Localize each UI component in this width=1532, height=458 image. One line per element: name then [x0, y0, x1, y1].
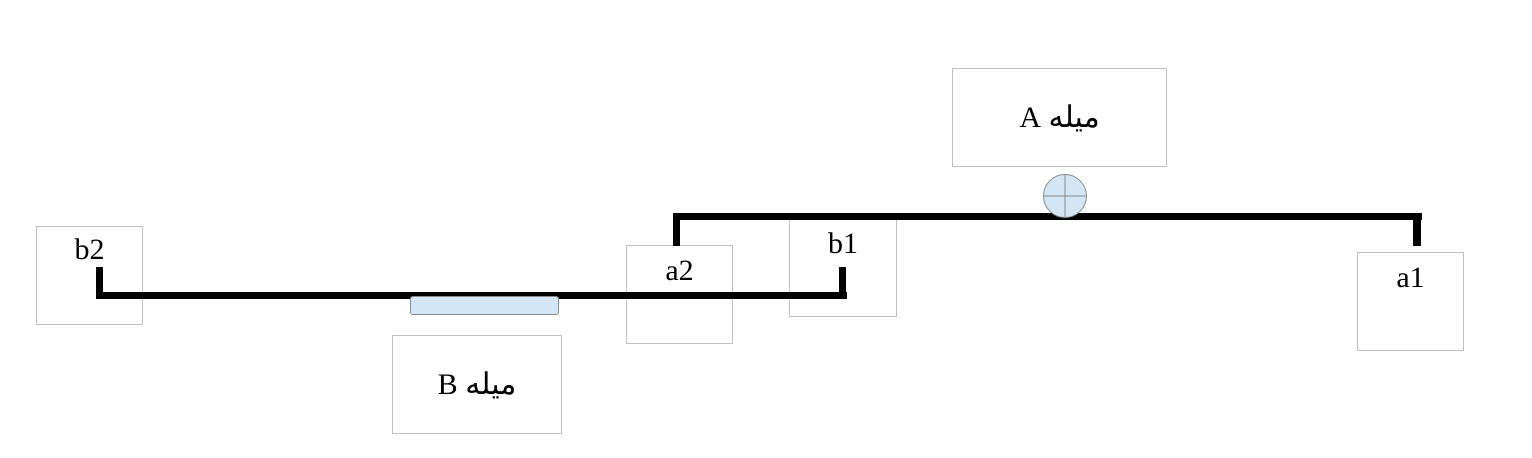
rod-a-end-a2 [673, 213, 680, 246]
rod-b [96, 292, 847, 299]
rod-a [673, 213, 1422, 220]
point-a1-box: a1 [1357, 252, 1464, 351]
rod-b-title: میله B [437, 368, 517, 401]
point-a1-label: a1 [1396, 261, 1425, 294]
point-b2-label: b2 [74, 233, 105, 266]
rod-b-end-b1 [839, 267, 846, 299]
rod-a-title: میله A [1019, 101, 1100, 134]
point-b2-box: b2 [36, 226, 143, 325]
pin-support-icon [1043, 174, 1087, 218]
rod-b-end-b2 [96, 267, 103, 299]
point-a2-label: a2 [665, 254, 694, 287]
sliding-support [410, 296, 559, 315]
rod-a-end-a1 [1413, 213, 1421, 246]
point-b1-label: b1 [828, 227, 858, 260]
rod-a-label-box: میله A [952, 68, 1167, 167]
rod-b-label-box: میله B [392, 335, 562, 434]
